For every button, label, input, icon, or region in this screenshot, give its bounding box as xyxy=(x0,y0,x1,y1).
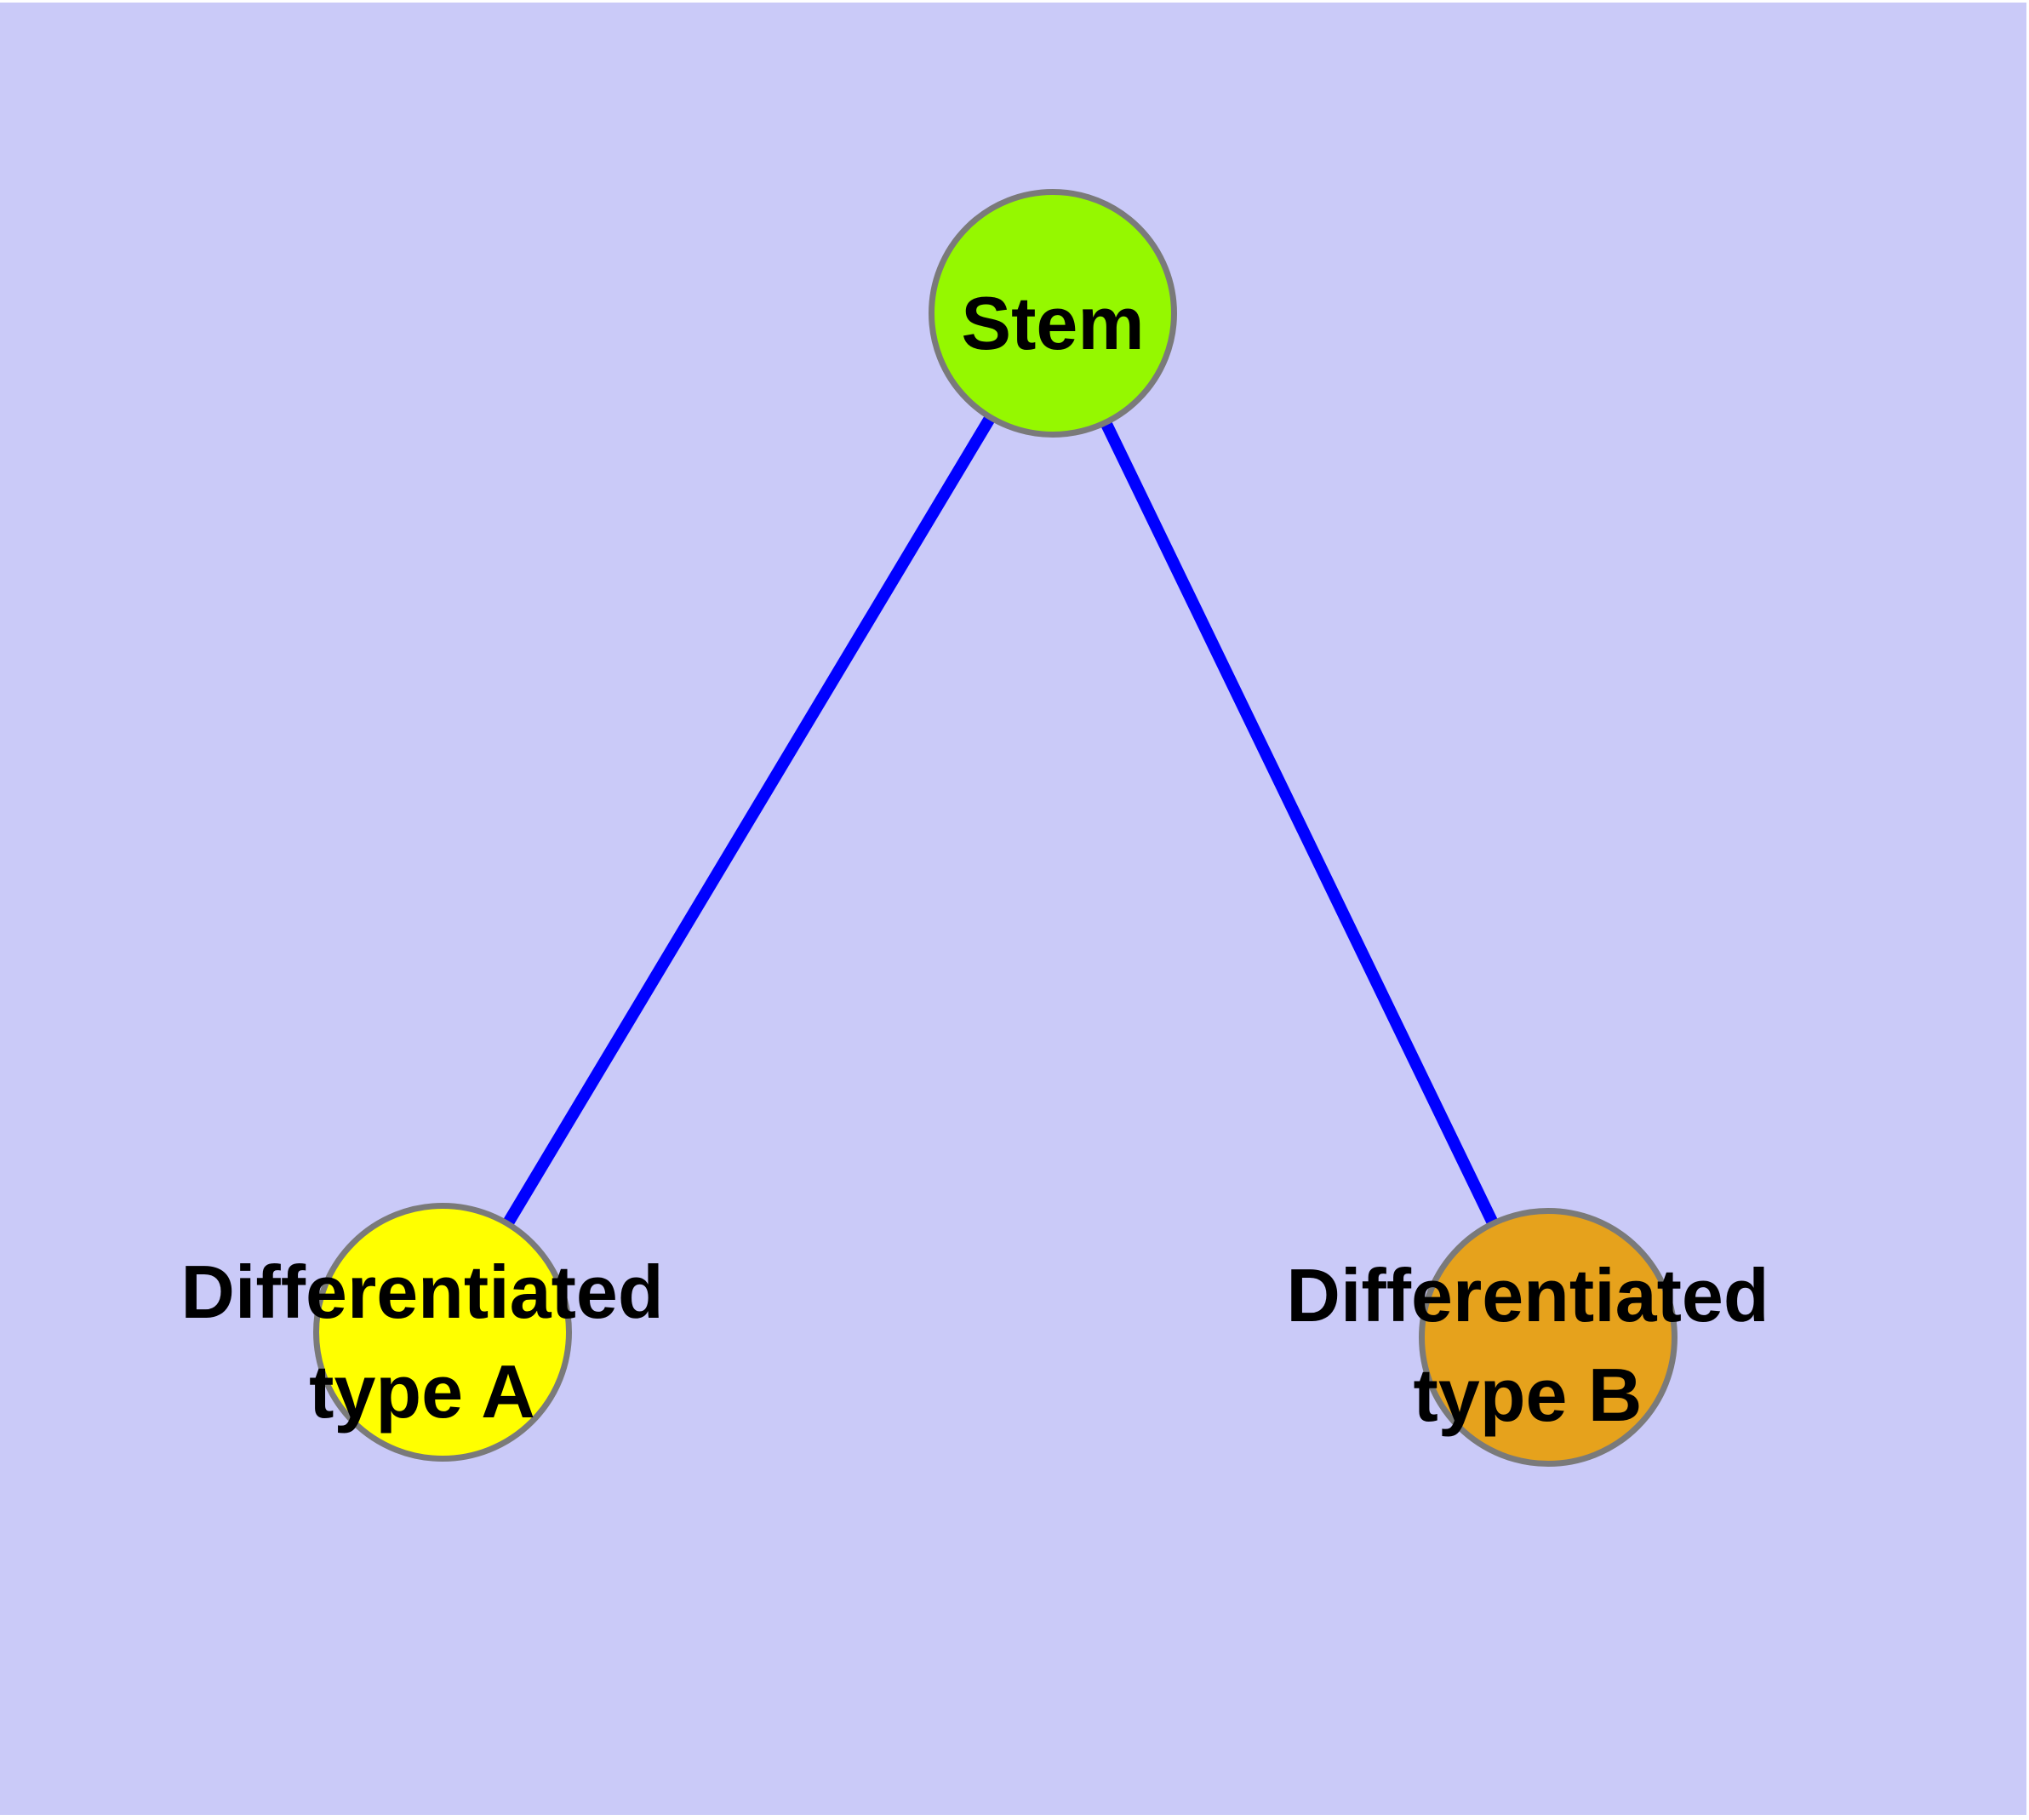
edge-stem-to-type-a xyxy=(437,310,1059,1336)
edge-stem-to-type-b xyxy=(1047,310,1554,1341)
type-a-label-line-2: type A xyxy=(309,1349,535,1434)
type-a-label-line-1: Differentiated xyxy=(180,1250,664,1334)
node-stem-label: Stem xyxy=(961,273,1144,373)
node-stem-label-text: Stem xyxy=(961,281,1145,365)
node-stem[interactable] xyxy=(929,189,1177,438)
type-b-label-line-2: type B xyxy=(1413,1353,1643,1437)
node-differentiated-type-b[interactable] xyxy=(1419,1208,1677,1467)
type-b-label-line-1: Differentiated xyxy=(1286,1253,1769,1337)
node-differentiated-type-a-label: Differentiated type A xyxy=(180,1242,663,1441)
node-differentiated-type-a[interactable] xyxy=(313,1203,572,1462)
node-differentiated-type-b-label: Differentiated type B xyxy=(1286,1245,1769,1445)
